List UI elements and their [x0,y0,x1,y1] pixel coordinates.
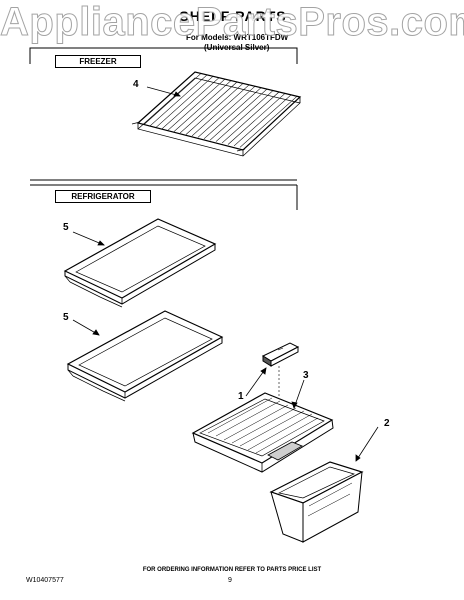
crisper-cover-part-3 [191,392,334,473]
document-number: W10407577 [26,577,64,584]
wire-shelf-part-4 [131,71,302,157]
freezer-section-label: FREEZER [55,55,141,68]
callout-3: 3 [303,370,309,381]
model-subtitle: For Models: WRT106TFDW (Universal Silver… [186,33,288,53]
refrigerator-section-frame [30,179,298,210]
color-line: (Universal Silver) [204,43,270,52]
ordering-note: FOR ORDERING INFORMATION REFER TO PARTS … [142,567,322,573]
callout-2: 2 [384,418,390,429]
page-title: SHELF PARTS [179,8,287,24]
callout-5-upper: 5 [63,222,69,233]
model-line: For Models: WRT106TFDW [186,33,289,42]
leader-lines [72,86,379,462]
refrigerator-section-label: REFRIGERATOR [55,190,151,203]
callout-5-lower: 5 [63,312,69,323]
callout-1: 1 [238,391,244,402]
glass-shelf-part-5-lower [66,310,224,402]
crisper-drawer-part-2 [269,461,364,543]
callout-4: 4 [133,79,139,90]
freezer-section-frame [29,47,298,64]
latch-part-1 [261,342,300,367]
page-number: 9 [228,577,232,584]
glass-shelf-part-5-upper [63,218,217,308]
